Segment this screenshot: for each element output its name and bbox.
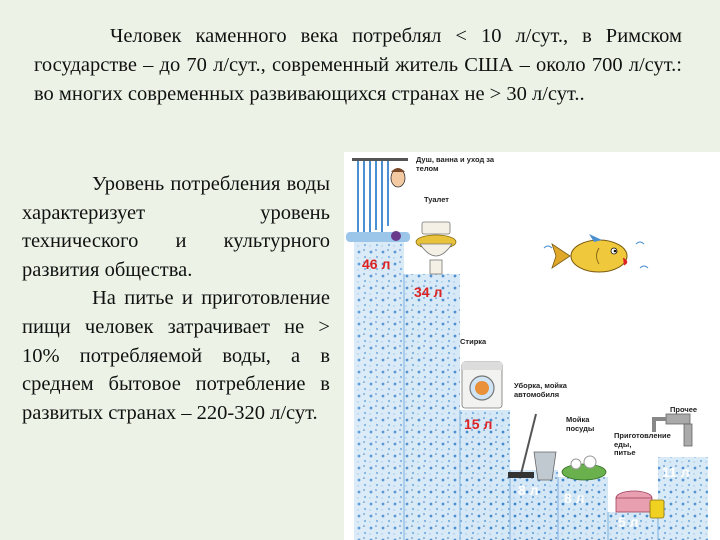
- amount-laundry: 15 л: [464, 416, 493, 432]
- label-cooking: Приготовление еды, питье: [614, 431, 671, 457]
- water-steps-illustration: [346, 158, 708, 540]
- amount-shower: 46 л: [362, 256, 391, 272]
- amount-toilet: 34 л: [414, 284, 443, 300]
- label-laundry: Стирка: [460, 337, 487, 346]
- toilet-icon: [415, 221, 457, 275]
- label-toilet: Туалет: [424, 195, 449, 204]
- paragraph-household-consumption: На питье и приготовление пищи человек за…: [22, 287, 330, 424]
- body-text: Уровень потребления воды характеризует у…: [22, 170, 330, 427]
- paragraph-development-level: Уровень потребления воды характеризует у…: [22, 173, 330, 281]
- fish-icon: [543, 234, 649, 273]
- mop-bucket-icon: [508, 413, 557, 481]
- label-dishes: Мойка посуды: [566, 415, 595, 433]
- label-cleaning: Уборка, мойка автомобиля: [514, 381, 567, 399]
- shower-curtain-icon: [346, 158, 410, 242]
- tap-icon: [652, 413, 693, 447]
- label-other: Прочее: [670, 405, 698, 414]
- cooking-pot-icon: [615, 490, 665, 519]
- amount-cooking: 5 л: [618, 514, 639, 530]
- intro-paragraph: Человек каменного века потреблял < 10 л/…: [34, 25, 682, 105]
- amount-other: 11 л: [662, 464, 690, 480]
- dish-basin-icon: [561, 455, 607, 481]
- water-columns: [354, 240, 708, 540]
- label-shower: Душ, ванна и уход за телом: [416, 155, 495, 173]
- water-usage-infographic: Душ, ванна и уход за телом Туалет Стирка…: [344, 152, 720, 540]
- amount-dishes: 8 л: [564, 490, 585, 506]
- amount-cleaning: 8 л: [518, 482, 539, 498]
- washing-machine-icon: [461, 361, 503, 409]
